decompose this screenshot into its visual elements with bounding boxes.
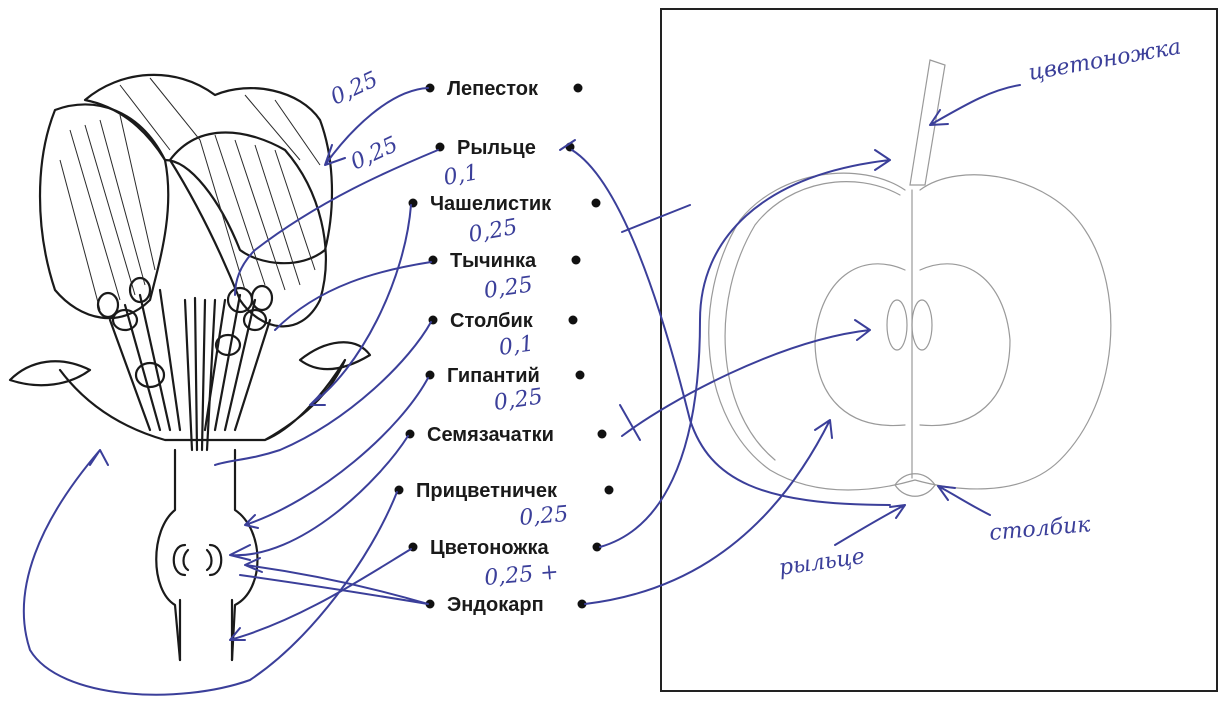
label-semyazachatki: Семязачатки [427,424,554,446]
label-chashelistik: Чашелистик [430,193,552,215]
apple-note-rylce: рыльце [777,544,866,581]
label-pricvetnichek: Прицветничек [416,480,558,502]
score-semyazachatki: 0,25 [492,384,544,416]
score-chashelistik: 0,1 [442,160,481,191]
apple-note-stolbik: столбик [988,512,1092,546]
ink-annotations: 0,25 0,25 0,1 0,25 0,25 0,1 0,25 0,25 0,… [24,34,1183,694]
label-stolbik: Столбик [450,310,534,332]
flower-styles [185,298,215,450]
score-gipantiy: 0,1 [497,331,535,361]
label-endokarp: Эндокарп [447,594,544,616]
label-tychinka: Тычинка [450,250,537,272]
flower-pedicel [180,600,232,660]
score-tychinka: 0,25 [467,215,520,248]
label-cvetonozhka: Цветоножка [430,537,549,559]
label-rylce: Рыльце [457,137,536,159]
label-gipantiy: Гипантий [447,365,540,387]
apple-sketch [709,60,1111,496]
flower-illustration [10,75,370,660]
flower-sepal-left [10,361,90,385]
score-pricvetnichek: 0,25 [518,502,569,531]
score-endokarp: 0,25 + [483,560,559,591]
label-lepestok: Лепесток [447,78,539,100]
apple-note-cvetonozhka: цветоножка [1027,34,1183,85]
score-stolbik: 0,25 [482,272,534,304]
flower-petal-right [170,133,326,327]
flower-ovules [174,545,222,575]
flower-sepal-right [300,342,370,369]
score-lepestok: 0,25 [327,67,382,110]
